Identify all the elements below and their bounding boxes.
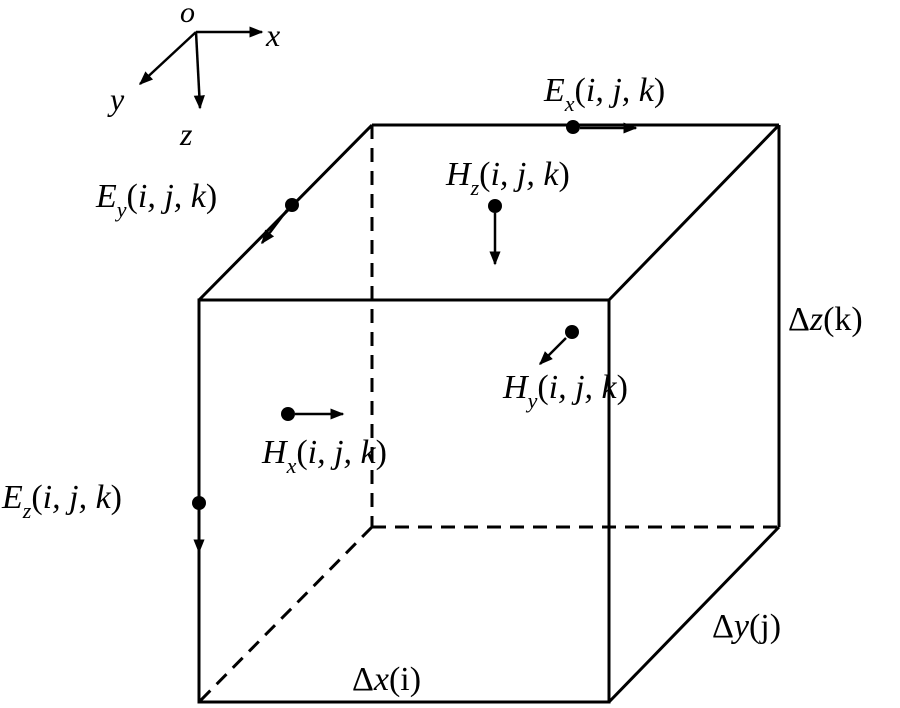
dy-label: Δy(j) <box>712 608 781 645</box>
field-ey: Ey(i, j, k) <box>95 178 299 245</box>
z-axis-label: z <box>179 116 193 152</box>
cube-top-right-edge <box>607 123 781 302</box>
hx-label: Hx(i, j, k) <box>261 434 387 478</box>
field-hz: Hz(i, j, k) <box>445 156 570 266</box>
axes-triad: o x y z <box>107 0 280 152</box>
cube-front-face <box>197 298 611 704</box>
field-ez: Ez(i, j, k) <box>1 479 206 554</box>
ey-arrow <box>261 209 288 245</box>
ez-point <box>192 496 206 510</box>
origin-label: o <box>180 0 195 29</box>
ex-point <box>566 120 580 134</box>
x-axis-label: x <box>265 17 280 53</box>
cube-hidden-left-edge <box>197 525 374 704</box>
field-hy: Hy(i, j, k) <box>502 325 628 413</box>
ex-label: Ex(i, j, k) <box>543 72 665 116</box>
hz-point <box>488 199 502 213</box>
cube-bottom-right-edge <box>607 525 781 704</box>
hz-label: Hz(i, j, k) <box>445 156 570 200</box>
hy-arrow <box>539 337 567 365</box>
dx-label: Δx(i) <box>352 661 421 698</box>
dz-label: Δz(k) <box>788 301 863 338</box>
ez-label: Ez(i, j, k) <box>1 479 122 523</box>
y-axis-arrow <box>138 31 197 85</box>
hy-label: Hy(i, j, k) <box>502 369 628 413</box>
hx-point <box>281 407 295 421</box>
field-ex: Ex(i, j, k) <box>543 72 665 134</box>
field-hx: Hx(i, j, k) <box>261 407 387 478</box>
y-axis-label: y <box>107 81 125 117</box>
ey-label: Ey(i, j, k) <box>95 178 217 222</box>
ey-point <box>285 198 299 212</box>
z-axis-arrow <box>193 31 205 110</box>
hy-point <box>565 325 579 339</box>
